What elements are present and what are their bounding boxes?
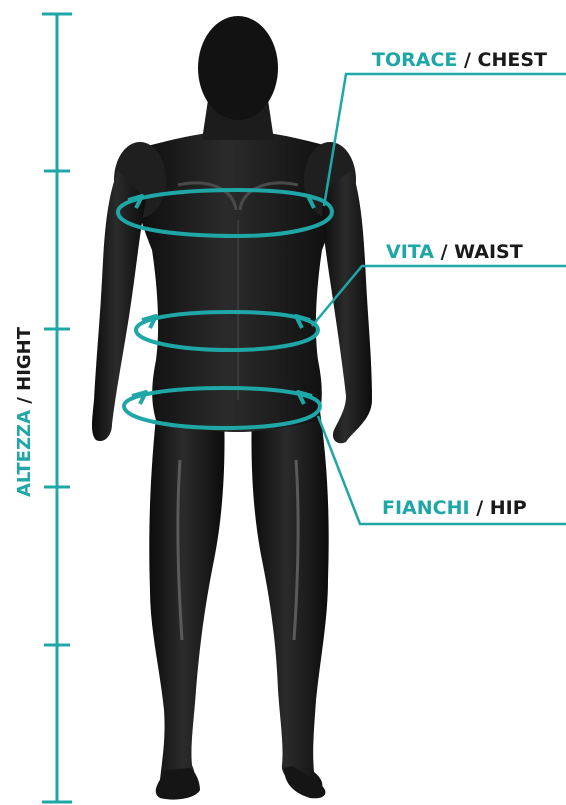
height-label-separator: /: [14, 391, 35, 410]
chest-label: TORACE / CHEST: [372, 49, 547, 71]
right-arm: [322, 170, 372, 443]
chest-label-separator: /: [457, 49, 477, 71]
head: [198, 16, 278, 120]
hip-label-separator: /: [470, 497, 490, 519]
height-label-secondary: HIGHT: [14, 326, 35, 391]
hip-label-primary: FIANCHI: [382, 497, 470, 519]
height-ruler: [42, 14, 72, 803]
chest-leader: [324, 74, 566, 206]
left-leg: [149, 398, 224, 794]
hip-label-secondary: HIP: [490, 497, 527, 519]
chest-label-secondary: CHEST: [478, 49, 548, 71]
waist-label-separator: /: [434, 241, 454, 263]
waist-label-primary: VITA: [386, 241, 434, 263]
human-figure: [92, 16, 372, 800]
height-label: ALTEZZA / HIGHT: [14, 326, 35, 497]
waist-label: VITA / WAIST: [386, 241, 523, 263]
hip-label: FIANCHI / HIP: [382, 497, 527, 519]
right-leg: [251, 398, 328, 790]
height-label-primary: ALTEZZA: [14, 410, 35, 497]
waist-label-secondary: WAIST: [454, 241, 523, 263]
chest-label-primary: TORACE: [372, 49, 457, 71]
